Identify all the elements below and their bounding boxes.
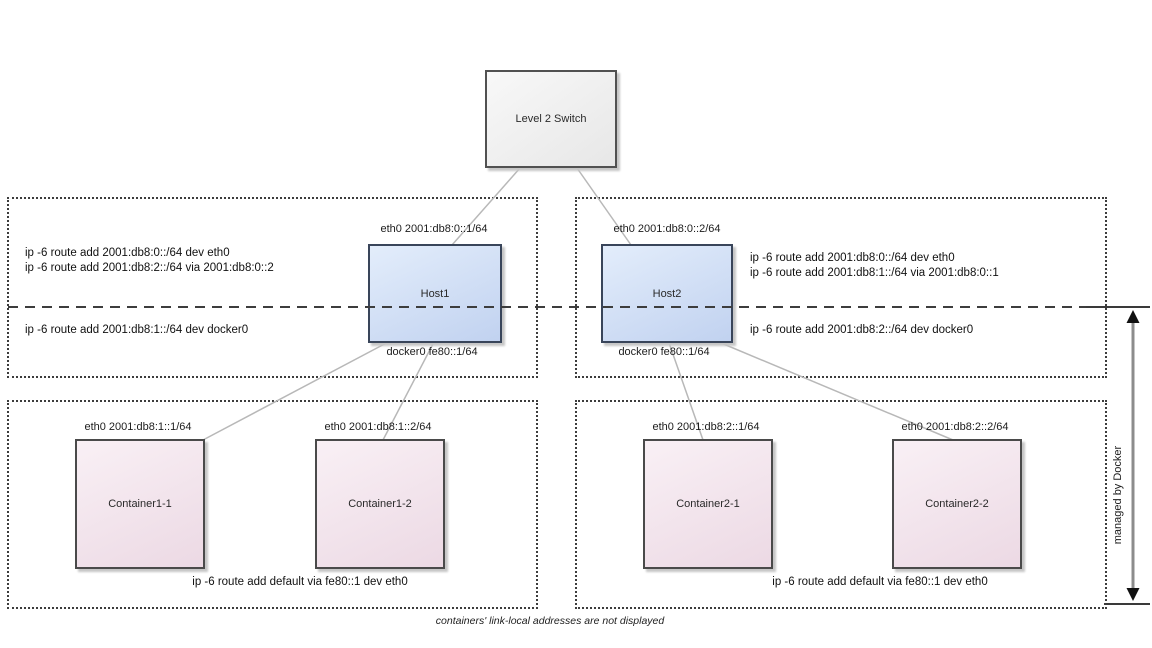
container1-1-eth0-label: eth0 2001:db8:1::1/64 [84, 421, 192, 433]
managed-by-docker-label: managed by Docker [1112, 445, 1124, 545]
containers1-zone [7, 400, 538, 609]
host1-routes-below: ip -6 route add 2001:db8:1::/64 dev dock… [25, 323, 248, 338]
host2-zone [575, 197, 1107, 378]
host2-label: Host2 [652, 287, 682, 300]
container1-2-label: Container1-2 [348, 498, 412, 510]
host2-box: Host2 [601, 244, 733, 343]
diagram-caption: containers' link-local addresses are not… [435, 615, 665, 627]
host1-routes-above: ip -6 route add 2001:db8:0::/64 dev eth0… [25, 246, 274, 276]
container1-1-label: Container1-1 [108, 498, 172, 510]
route-command: ip -6 route add 2001:db8:2::/64 via 2001… [25, 262, 274, 274]
link-host1-container1-2 [382, 339, 436, 441]
route-command: ip -6 route add 2001:db8:1::/64 via 2001… [750, 267, 999, 279]
host1-label: Host1 [420, 287, 450, 300]
container2-1-box: Container2-1 [643, 439, 773, 569]
containers1-default-route: ip -6 route add default via fe80::1 dev … [192, 576, 408, 588]
container1-2-box: Container1-2 [315, 439, 445, 569]
host1-box: Host1 [368, 244, 502, 343]
link-host1-container1-1 [202, 339, 393, 441]
link-switch-host2 [576, 167, 632, 246]
container2-2-eth0-label: eth0 2001:db8:2::2/64 [901, 421, 1009, 433]
container2-2-label: Container2-2 [925, 498, 989, 510]
link-switch-host1 [451, 167, 521, 246]
containers2-default-route: ip -6 route add default via fe80::1 dev … [772, 576, 988, 588]
container2-2-box: Container2-2 [892, 439, 1022, 569]
host2-eth0-label: eth0 2001:db8:0::2/64 [613, 223, 721, 235]
switch-box: Level 2 Switch [485, 70, 617, 168]
container1-1-box: Container1-1 [75, 439, 205, 569]
host2-routes-below: ip -6 route add 2001:db8:2::/64 dev dock… [750, 323, 973, 338]
route-command: ip -6 route add 2001:db8:0::/64 dev eth0 [750, 252, 955, 264]
container1-2-eth0-label: eth0 2001:db8:1::2/64 [324, 421, 432, 433]
link-host2-container2-1 [667, 339, 704, 441]
containers2-zone [575, 400, 1107, 609]
route-command: ip -6 route add 2001:db8:1::/64 dev dock… [25, 324, 249, 336]
container2-1-eth0-label: eth0 2001:db8:2::1/64 [652, 421, 760, 433]
link-host2-container2-2 [713, 339, 954, 441]
host1-docker0-label: docker0 fe80::1/64 [386, 346, 478, 358]
switch-label: Level 2 Switch [515, 113, 587, 125]
container2-1-label: Container2-1 [676, 498, 740, 510]
arrow-up-head [1126, 310, 1140, 323]
host2-docker0-label: docker0 fe80::1/64 [618, 346, 710, 358]
route-command: ip -6 route add 2001:db8:0::/64 dev eth0 [25, 247, 230, 259]
host1-eth0-label: eth0 2001:db8:0::1/64 [380, 223, 488, 235]
host2-routes-above: ip -6 route add 2001:db8:0::/64 dev eth0… [750, 251, 999, 281]
arrow-down-head [1126, 588, 1140, 601]
route-command: ip -6 route add 2001:db8:2::/64 dev dock… [750, 324, 974, 336]
host1-zone [7, 197, 538, 378]
